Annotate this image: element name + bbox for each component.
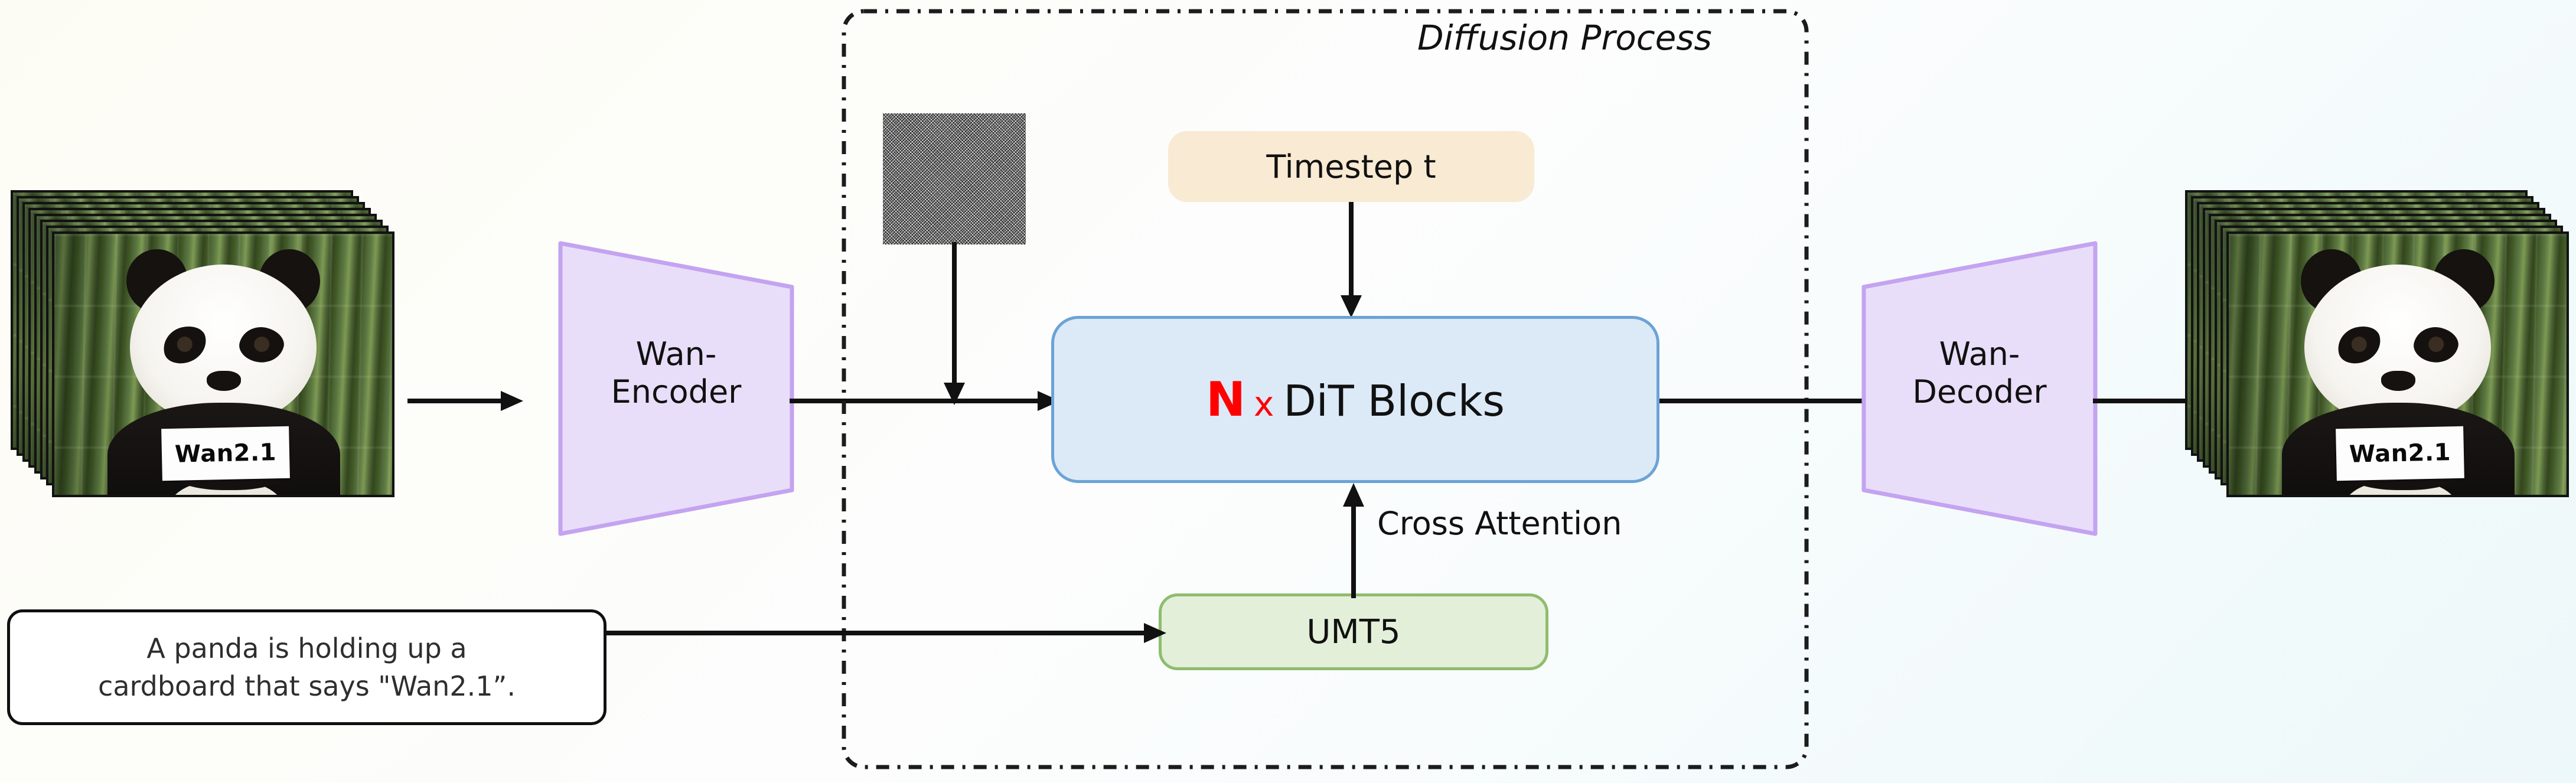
arrow-umt5-to-dit [1343,483,1364,598]
decoder-label-line2: Decoder [1912,373,2047,410]
encoder-label-line1: Wan- [635,335,717,373]
panda-sign: Wan2.1 [161,426,290,481]
encoder-label-line2: Encoder [611,373,742,410]
arrow-noise-down [944,242,965,405]
text-prompt-node[interactable]: A panda is holding up a cardboard that s… [7,609,606,725]
arrow-prompt-to-umt5 [604,623,1166,643]
output-video-frame-stack: Wan2.1 [2185,190,2575,497]
arrow-encoder-to-dit [790,391,1060,411]
dit-count: N [1206,372,1246,427]
umt5-node[interactable]: UMT5 [1159,593,1548,670]
video-frame-front: Wan2.1 [52,231,394,497]
wan-decoder-node[interactable]: Wan- Decoder [1861,241,2098,536]
dit-blocks-node[interactable]: N x DiT Blocks [1051,316,1659,483]
timestep-node[interactable]: Timestep t [1168,131,1534,202]
arrow-timestep-to-dit [1341,202,1362,318]
input-video-frame-stack: Wan2.1 [11,190,400,497]
wan-encoder-node[interactable]: Wan- Encoder [558,241,794,536]
gaussian-noise-latent [883,113,1026,244]
video-frame-front: Wan2.1 [2226,231,2569,497]
decoder-label-line1: Wan- [1939,335,2020,373]
panda-sign: Wan2.1 [2336,426,2464,481]
prompt-line1: A panda is holding up a [146,632,467,664]
prompt-line2: cardboard that says "Wan2.1”. [98,670,516,702]
diffusion-process-label: Diffusion Process [1417,18,1712,58]
diffusion-process-region [841,8,1809,770]
cross-attention-label: Cross Attention [1377,505,1622,542]
umt5-label: UMT5 [1306,612,1401,651]
dit-multiplier: x [1254,384,1274,424]
timestep-label: Timestep t [1266,148,1436,185]
arrow-input-to-encoder [407,391,523,411]
dit-label: DiT Blocks [1283,376,1505,426]
